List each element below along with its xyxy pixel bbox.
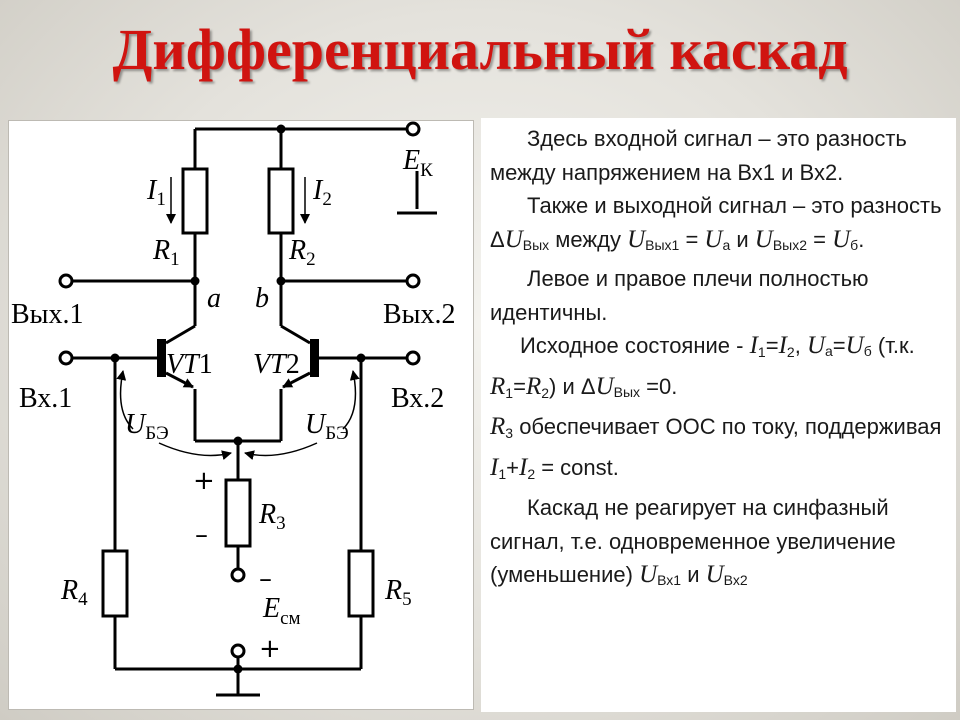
label-in2: Вх.2 — [391, 383, 444, 414]
label-ube-left: UБЭ — [125, 409, 169, 444]
explanation-panel: Здесь входной сигнал – это разность межд… — [481, 118, 956, 712]
label-in1: Вх.1 — [19, 383, 72, 414]
ek-terminal — [405, 121, 421, 137]
label-ek: EК — [402, 145, 433, 181]
label-ube-right: UБЭ — [305, 409, 349, 444]
label-i2: I2 — [312, 175, 332, 210]
transistor-emitters — [165, 371, 311, 389]
label-vt1: VT1 — [166, 349, 213, 380]
junction-dot — [110, 353, 120, 363]
out2-terminal — [405, 273, 421, 289]
label-vt2: VT2 — [253, 349, 300, 380]
paragraph-5: R3 обеспечивает ООС по току, поддерживая… — [490, 413, 942, 482]
label-r2: R2 — [288, 235, 316, 270]
junction-dot — [190, 276, 200, 286]
ube-left-arrow-up — [116, 370, 134, 430]
ube-left-arrow-right — [158, 442, 232, 461]
label-r3-plus: + — [193, 466, 215, 496]
resistor-r4 — [101, 549, 129, 618]
paragraph-3: Левое и правое плечи полностью идентичны… — [490, 266, 869, 325]
circuit-diagram: I1 I2 R1 R2 EК a b Вых.1 Вых.2 Вх.1 Вх.2… — [8, 120, 474, 710]
junction-dot — [356, 353, 366, 363]
vt1-base — [157, 339, 166, 377]
paragraph-6: Каскад не реагирует на синфазный сигнал,… — [490, 495, 896, 588]
label-out1: Вых.1 — [11, 299, 84, 330]
paragraph-1: Здесь входной сигнал – это разность межд… — [490, 126, 907, 185]
resistor-r5 — [347, 549, 375, 618]
paragraph-4: Исходное состояние - I1=I2, Uа=Uб (т.к. … — [490, 332, 915, 401]
resistor-r2 — [267, 167, 295, 235]
in2-terminal — [405, 350, 421, 366]
junction-dot — [276, 276, 286, 286]
label-r1: R1 — [152, 235, 180, 270]
in1-terminal — [58, 350, 74, 366]
label-i1: I1 — [146, 175, 166, 210]
label-ecm-plus: + — [259, 634, 281, 664]
circuit-svg: I1 I2 R1 R2 EК a b Вых.1 Вых.2 Вх.1 Вх.2… — [11, 121, 456, 697]
label-r4: R4 — [60, 575, 88, 610]
resistor-r1 — [181, 167, 209, 235]
junction-dot — [233, 664, 243, 674]
label-out2: Вых.2 — [383, 299, 456, 330]
junction-dot — [276, 124, 286, 134]
out1-terminal — [58, 273, 74, 289]
resistor-r3 — [224, 478, 252, 548]
slide-title: Дифференциальный каскад — [112, 17, 848, 82]
ecm-plus-terminal — [230, 643, 246, 659]
ube-right-arrow-left — [244, 442, 318, 461]
vt2-base — [310, 339, 319, 377]
label-ecm: Eсм — [262, 593, 301, 629]
label-r5: R5 — [384, 575, 412, 610]
label-ecm-minus: – — [259, 564, 272, 594]
ube-right-arrow-up — [342, 370, 360, 430]
label-r3: R3 — [258, 499, 286, 534]
ecm-minus-terminal — [230, 567, 246, 583]
label-node-b: b — [255, 283, 269, 314]
paragraph-2: Также и выходной сигнал – это разность Δ… — [490, 193, 942, 253]
label-r3-minus: – — [195, 520, 208, 550]
junction-dot — [233, 436, 243, 446]
label-node-a: a — [207, 283, 221, 314]
